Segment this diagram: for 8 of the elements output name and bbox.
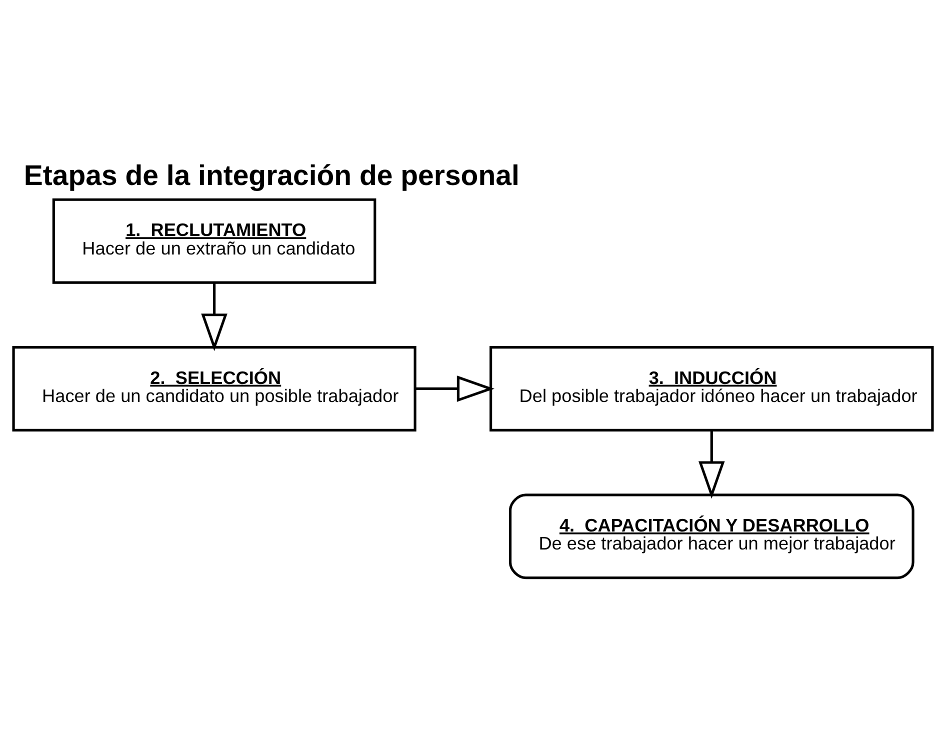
arrow (201, 282, 228, 352)
diagram-title: Etapas de la integración de personal (24, 160, 520, 192)
arrow (415, 376, 495, 402)
node-box: 4. CAPACITACIÓN Y DESARROLLO De ese trabajador hacer un mejor trabajador (508, 494, 914, 580)
node-box: 2. SELECCIÓN Hacer de un candidato un posible trabajador (12, 346, 416, 432)
node-box: 3. INDUCCIÓN Del posible trabajador idóneo hacer un trabajador (490, 346, 934, 432)
arrow (698, 430, 725, 499)
node-box: 1. RECLUTAMIENTO Hacer de un extraño un candidato (52, 198, 376, 284)
